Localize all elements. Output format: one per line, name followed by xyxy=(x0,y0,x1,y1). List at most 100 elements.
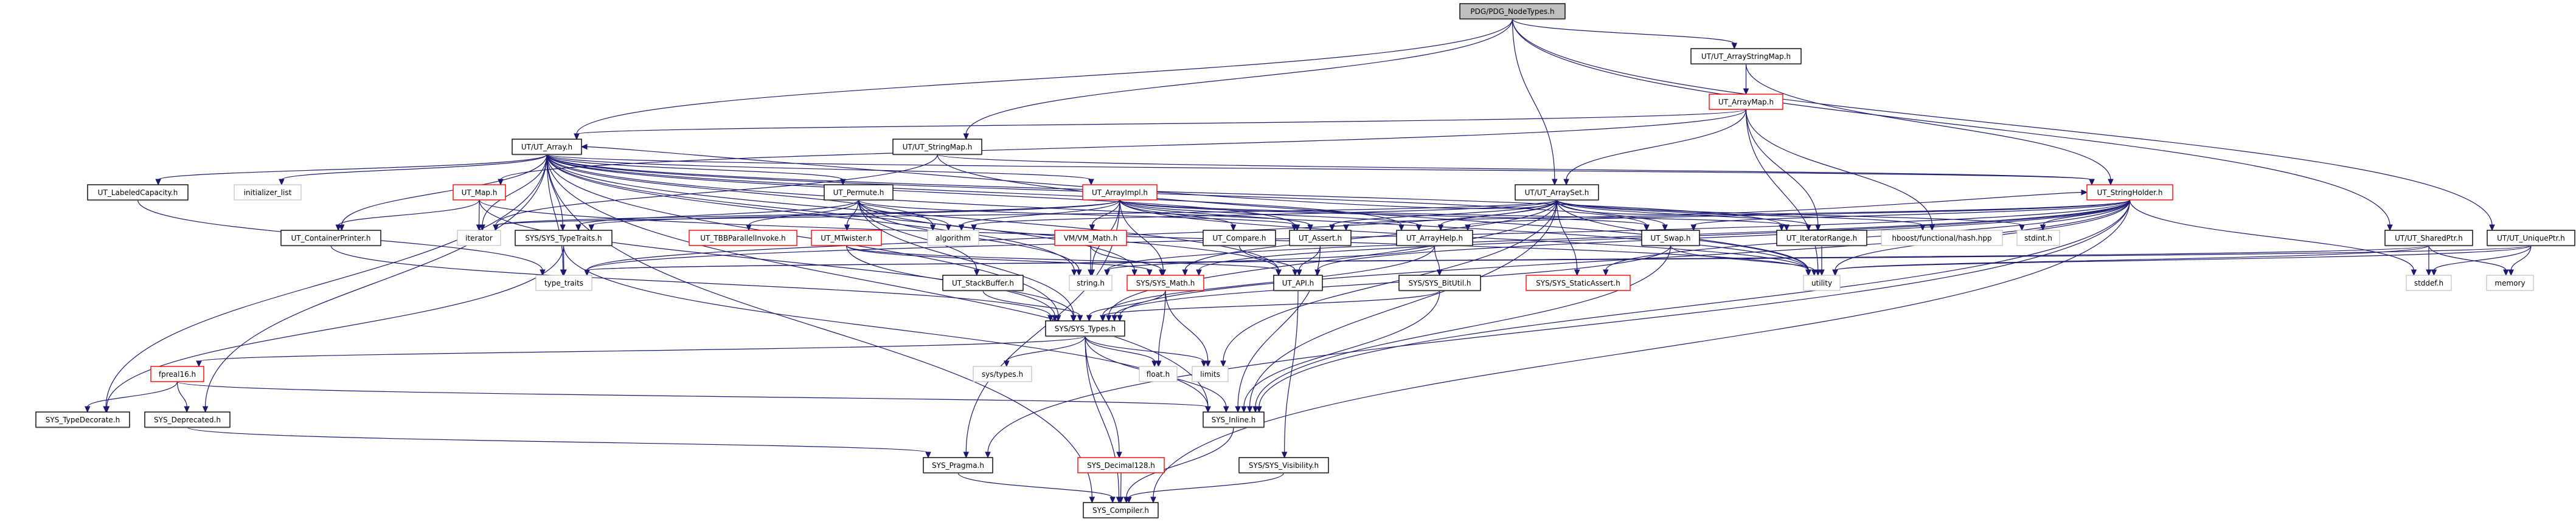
node-ut-ut-arraystringmap-h[interactable]: UT/UT_ArrayStringMap.h xyxy=(1690,48,1802,65)
edge-sharedptr-to-utility xyxy=(1835,245,2429,271)
node-ut-iteratorrange-h[interactable]: UT_IteratorRange.h xyxy=(1776,230,1867,247)
node-label: algorithm xyxy=(936,234,971,242)
node-ut-mtwister-h[interactable]: UT_MTwister.h xyxy=(811,230,882,246)
node-ut-permute-h[interactable]: UT_Permute.h xyxy=(824,184,894,201)
node-label: utility xyxy=(1811,279,1832,287)
arrowhead-icon xyxy=(971,224,977,232)
node-ut-stringholder-h[interactable]: UT_StringHolder.h xyxy=(2086,184,2173,201)
node-label: SYS_Pragma.h xyxy=(932,461,984,470)
edge-array-to-api xyxy=(546,154,1279,271)
node-ut-swap-h[interactable]: UT_Swap.h xyxy=(1641,230,1700,247)
node-ut-ut-stringmap-h[interactable]: UT/UT_StringMap.h xyxy=(892,139,982,156)
node-label: UT/UT_Array.h xyxy=(521,143,572,151)
arrowhead-icon xyxy=(155,179,161,186)
node-ut-stackbuffer-h[interactable]: UT_StackBuffer.h xyxy=(942,275,1024,292)
node-ut-api-h[interactable]: UT_API.h xyxy=(1273,275,1323,292)
arrowhead-icon xyxy=(1047,315,1054,322)
edge-swap-to-inline xyxy=(1255,245,1672,408)
edge-array-to-typedecorate xyxy=(105,154,547,408)
node-ut-ut-array-h[interactable]: UT/UT_Array.h xyxy=(512,139,582,156)
node-sys-inline-h[interactable]: SYS_Inline.h xyxy=(1203,411,1265,428)
node-sys-sys-typetraits-h[interactable]: SYS/SYS_TypeTraits.h xyxy=(515,230,613,247)
node-ut-ut-uniqueptr-h[interactable]: UT/UT_UniquePtr.h xyxy=(2487,230,2575,247)
arrowhead-icon xyxy=(1815,269,1821,276)
node-ut-map-h[interactable]: UT_Map.h xyxy=(453,184,506,201)
edge-uniqueptr-to-type_traits xyxy=(586,245,2532,271)
arrowhead-icon xyxy=(1117,315,1123,322)
node-label: stdint.h xyxy=(2024,234,2052,242)
edge-systypes-to-fpreal16 xyxy=(198,335,1086,362)
edge-sysmath-to-systypes xyxy=(1089,290,1166,317)
arrowhead-icon xyxy=(338,224,345,232)
node-ut-labeledcapacity-h[interactable]: UT_LabeledCapacity.h xyxy=(87,184,189,201)
node-ut-arrayimpl-h[interactable]: UT_ArrayImpl.h xyxy=(1082,184,1158,201)
node-ut-assert-h[interactable]: UT_Assert.h xyxy=(1289,230,1352,247)
node-label: UT_ArrayMap.h xyxy=(1718,98,1774,106)
arrowhead-icon xyxy=(202,406,209,413)
arrowhead-icon xyxy=(103,406,110,413)
node-sys-compiler-h[interactable]: SYS_Compiler.h xyxy=(1083,502,1159,519)
node-initializer-list: initializer_list xyxy=(234,184,302,201)
node-vm-vm-math-h[interactable]: VM/VM_Math.h xyxy=(1054,230,1127,246)
node-ut-compare-h[interactable]: UT_Compare.h xyxy=(1203,230,1276,247)
node-ut-arrayhelp-h[interactable]: UT_ArrayHelp.h xyxy=(1396,230,1473,247)
node-box xyxy=(515,230,613,246)
node-sys-sys-types-h[interactable]: SYS/SYS_Types.h xyxy=(1045,320,1125,337)
node-sys-sys-math-h[interactable]: SYS/SYS_Math.h xyxy=(1127,275,1204,291)
node-sys-sys-staticassert-h[interactable]: SYS/SYS_StaticAssert.h xyxy=(1526,275,1631,291)
edge-array-to-assert xyxy=(546,154,1295,226)
node-label: UT/UT_StringMap.h xyxy=(903,143,973,151)
node-ut-tbbparallelinvoke-h[interactable]: UT_TBBParallelInvoke.h xyxy=(689,230,797,246)
arrowhead-icon xyxy=(1089,496,1095,504)
node-sys-sys-visibility-h[interactable]: SYS/SYS_Visibility.h xyxy=(1238,457,1329,474)
arrowhead-icon xyxy=(1111,315,1117,322)
node-box xyxy=(2384,230,2473,246)
node-box xyxy=(1803,275,1841,291)
node-label: UT/UT_SharedPtr.h xyxy=(2395,234,2463,242)
arrowhead-icon xyxy=(1256,406,1262,413)
edge-systypes-to-systypesh xyxy=(1006,335,1086,362)
arrowhead-icon xyxy=(575,224,582,232)
arrowhead-icon xyxy=(1574,269,1580,276)
arrowhead-icon xyxy=(945,224,951,232)
arrowhead-icon xyxy=(1811,269,1817,276)
arrowhead-icon xyxy=(1106,315,1112,322)
arrowhead-icon xyxy=(2108,179,2114,186)
edge-array-to-stringholder xyxy=(546,154,2092,180)
arrowhead-icon xyxy=(1296,269,1302,276)
node-sys-decimal128-h[interactable]: SYS_Decimal128.h xyxy=(1077,457,1165,473)
edge-sysmath-to-floath xyxy=(1158,290,1166,362)
arrowhead-icon xyxy=(85,406,91,413)
node-sys-pragma-h[interactable]: SYS_Pragma.h xyxy=(923,457,993,474)
arrowhead-icon xyxy=(2081,189,2088,196)
node-sys-deprecated-h[interactable]: SYS_Deprecated.h xyxy=(144,411,231,428)
node-fpreal16-h[interactable]: fpreal16.h xyxy=(150,366,204,382)
edge-arraymap-to-hash xyxy=(1745,109,1932,226)
node-ut-arraymap-h[interactable]: UT_ArrayMap.h xyxy=(1709,94,1783,110)
node-pdg-pdg-nodetypes-h[interactable]: PDG/PDG_NodeTypes.h xyxy=(1459,3,1566,20)
node-ut-ut-arrayset-h[interactable]: UT/UT_ArraySet.h xyxy=(1515,184,1599,201)
edge-root-to-arrayset xyxy=(1512,18,1555,180)
edge-stringmap-to-iterator xyxy=(495,154,938,226)
node-label: UT_Swap.h xyxy=(1651,234,1691,242)
node-hboost-functional-hash-hpp: hboost/functional/hash.hpp xyxy=(1881,230,2003,246)
arrowhead-icon xyxy=(844,224,850,232)
edge-systypes-to-compiler xyxy=(1085,335,1120,498)
node-label: UT_MTwister.h xyxy=(821,234,872,242)
node-ut-containerprinter-h[interactable]: UT_ContainerPrinter.h xyxy=(280,230,381,247)
node-sys-types-h: sys/types.h xyxy=(973,366,1032,382)
edge-arrayimpl-to-assert xyxy=(1119,199,1311,226)
node-sys-sys-bitutil-h[interactable]: SYS/SYS_BitUtil.h xyxy=(1398,275,1481,292)
node-label: limits xyxy=(1200,370,1220,379)
node-box xyxy=(927,230,979,246)
node-memory: memory xyxy=(2486,275,2534,291)
node-sys-typedecorate-h[interactable]: SYS_TypeDecorate.h xyxy=(35,411,130,428)
node-box xyxy=(973,366,1032,382)
node-label: VM/VM_Math.h xyxy=(1064,234,1118,242)
node-stddef-h: stddef.h xyxy=(2406,275,2452,291)
edge-arraymap-to-arrayset xyxy=(1566,109,1747,180)
edge-array-to-systypes xyxy=(546,154,1059,317)
node-label: UT/UT_ArraySet.h xyxy=(1525,188,1589,197)
node-ut-ut-sharedptr-h[interactable]: UT/UT_SharedPtr.h xyxy=(2384,230,2473,247)
